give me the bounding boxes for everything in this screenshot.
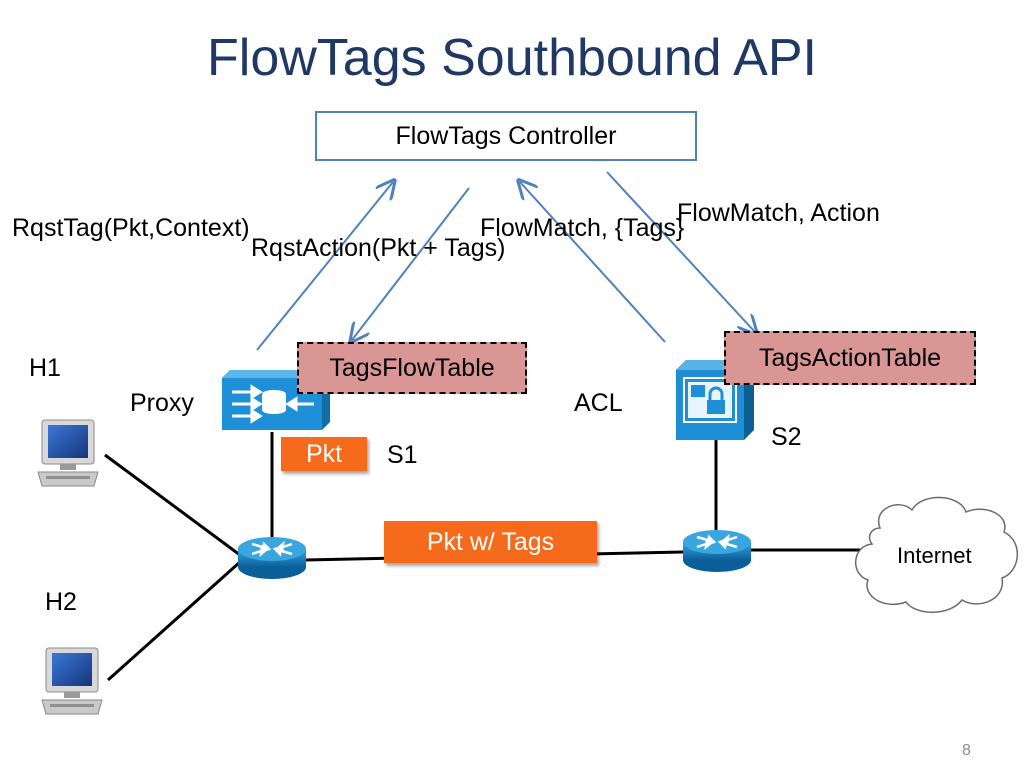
flowtags-controller-box: FlowTags Controller <box>315 111 697 161</box>
tags-flow-table-label: TagsFlowTable <box>329 353 495 382</box>
pkt-label: Pkt <box>305 439 343 468</box>
tags-action-table-label: TagsActionTable <box>758 343 942 372</box>
message-flowmatch-tags: FlowMatch, {Tags} <box>480 214 685 242</box>
s1-label: S1 <box>387 441 418 469</box>
tags-action-table: TagsActionTable <box>724 331 976 385</box>
page-number: 8 <box>962 742 971 759</box>
proxy-label: Proxy <box>130 389 194 417</box>
message-rqsttag: RqstTag(Pkt,Context) <box>12 214 250 242</box>
h1-label: H1 <box>29 354 61 382</box>
controller-label: FlowTags Controller <box>395 121 617 150</box>
tags-flow-table: TagsFlowTable <box>297 342 527 394</box>
message-rqstaction: RqstAction(Pkt + Tags) <box>251 234 506 262</box>
acl-label: ACL <box>574 389 623 417</box>
slide-title: FlowTags Southbound API <box>207 29 817 87</box>
link-h1-s1 <box>104 453 241 557</box>
arrow-rqstaction <box>352 187 470 340</box>
h2-label: H2 <box>45 588 77 616</box>
s2-label: S2 <box>771 423 802 451</box>
router-icon <box>683 530 751 572</box>
message-flowmatch-action: FlowMatch, Action <box>677 199 880 227</box>
firewall-lock-icon <box>676 360 754 440</box>
desktop-computer-icon <box>37 419 99 487</box>
control-arrows <box>256 171 755 351</box>
desktop-computer-icon <box>41 647 103 715</box>
arrow-flowmatch-action <box>606 171 755 332</box>
cloud-icon <box>854 496 1019 613</box>
pkt-badge: Pkt <box>281 437 367 471</box>
internet-label: Internet <box>897 543 972 568</box>
arrow-flowmatch-tags <box>520 182 666 343</box>
router-icon <box>238 537 306 579</box>
arrow-rqsttag <box>256 182 393 351</box>
link-h2-s1 <box>107 560 241 682</box>
pkt-with-tags-badge: Pkt w/ Tags <box>384 521 597 563</box>
pkt-with-tags-label: Pkt w/ Tags <box>426 527 555 556</box>
